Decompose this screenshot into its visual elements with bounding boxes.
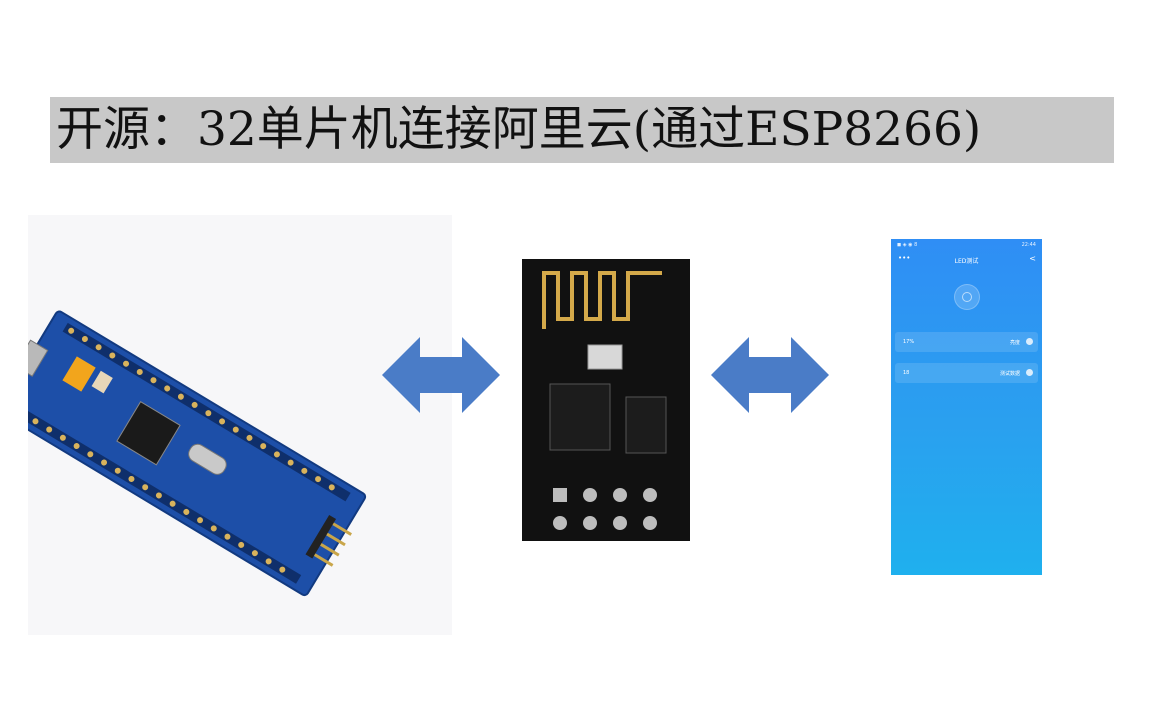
card-value: 18 <box>903 370 910 376</box>
card-label: 亮度 <box>1009 340 1020 346</box>
property-card-brightness[interactable]: 17% 亮度 <box>895 332 1038 352</box>
card-value: 17% <box>903 339 915 345</box>
property-card-test-data[interactable]: 18 测试数据 <box>895 363 1038 383</box>
status-time: 22:44 <box>1021 242 1036 248</box>
title-banner <box>50 97 1114 163</box>
gear-icon <box>1026 369 1033 376</box>
status-icons: ◼ ◈ ◉ 8 <box>897 242 918 248</box>
phone-app-screenshot: 22:44 ◼ ◈ ◉ 8 ••• LED测试 < 17% 亮度 18 测试数据 <box>891 239 1042 575</box>
stm32-board-image <box>0 215 452 635</box>
gear-icon <box>1026 338 1033 345</box>
double-arrow-icon <box>382 337 500 417</box>
double-arrow-icon <box>711 337 829 417</box>
power-button[interactable] <box>954 284 980 310</box>
esp8266-module-image <box>522 259 690 541</box>
app-title: LED测试 <box>954 258 979 265</box>
card-label: 测试数据 <box>999 371 1020 377</box>
back-icon[interactable]: < <box>1029 254 1036 263</box>
page-title: 开源：32单片机连接阿里云(通过ESP8266) <box>56 102 982 157</box>
more-icon[interactable]: ••• <box>898 254 911 262</box>
